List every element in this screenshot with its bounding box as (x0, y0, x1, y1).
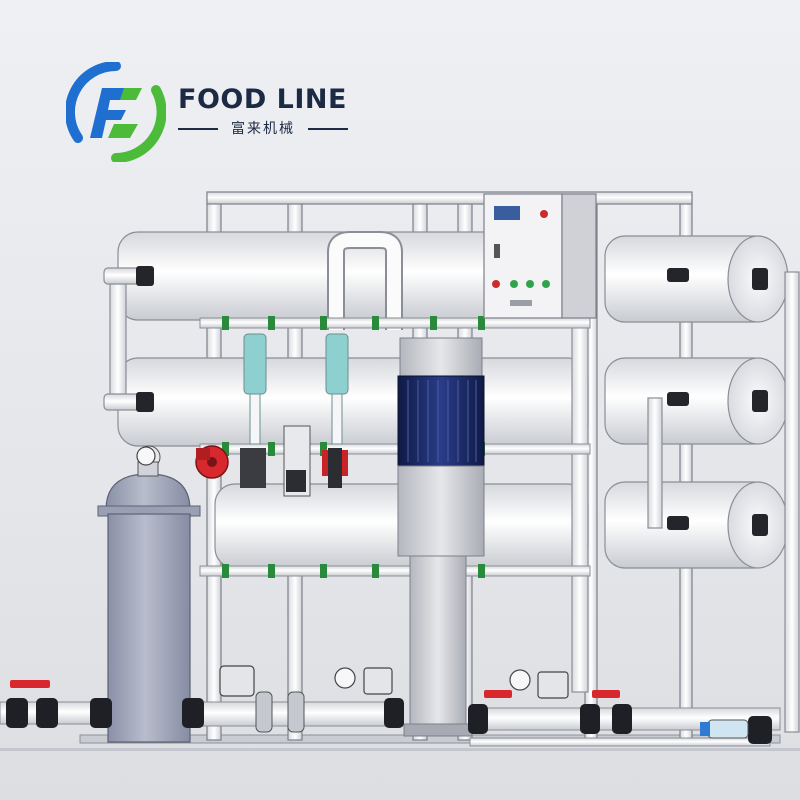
right-connecting-pipe (571, 271, 800, 733)
food-line-logo: FOOD LINE 富来机械 (66, 62, 366, 162)
pipe-unions (6, 691, 772, 744)
brand-subtitle: 富来机械 (231, 121, 295, 137)
panel-display (494, 206, 520, 220)
subtitle-divider-left (178, 128, 218, 130)
food-line-logo-mark-icon (66, 62, 166, 162)
floor-line (0, 748, 800, 751)
bottom-valve-handles (10, 680, 620, 698)
control-panel (483, 193, 597, 319)
flow-sensor (707, 719, 749, 739)
subtitle-divider-right (308, 128, 348, 130)
manifold-rails (199, 317, 591, 577)
high-pressure-pump (397, 337, 485, 737)
flowmeters (243, 333, 349, 445)
brand-subtitle-row: 富来机械 (178, 118, 348, 138)
panel-indicator (540, 210, 548, 218)
filter-tank (97, 461, 201, 743)
vessel-end-fittings (667, 268, 768, 536)
brand-name: FOOD LINE (178, 84, 347, 115)
pressure-gauges (136, 446, 569, 699)
